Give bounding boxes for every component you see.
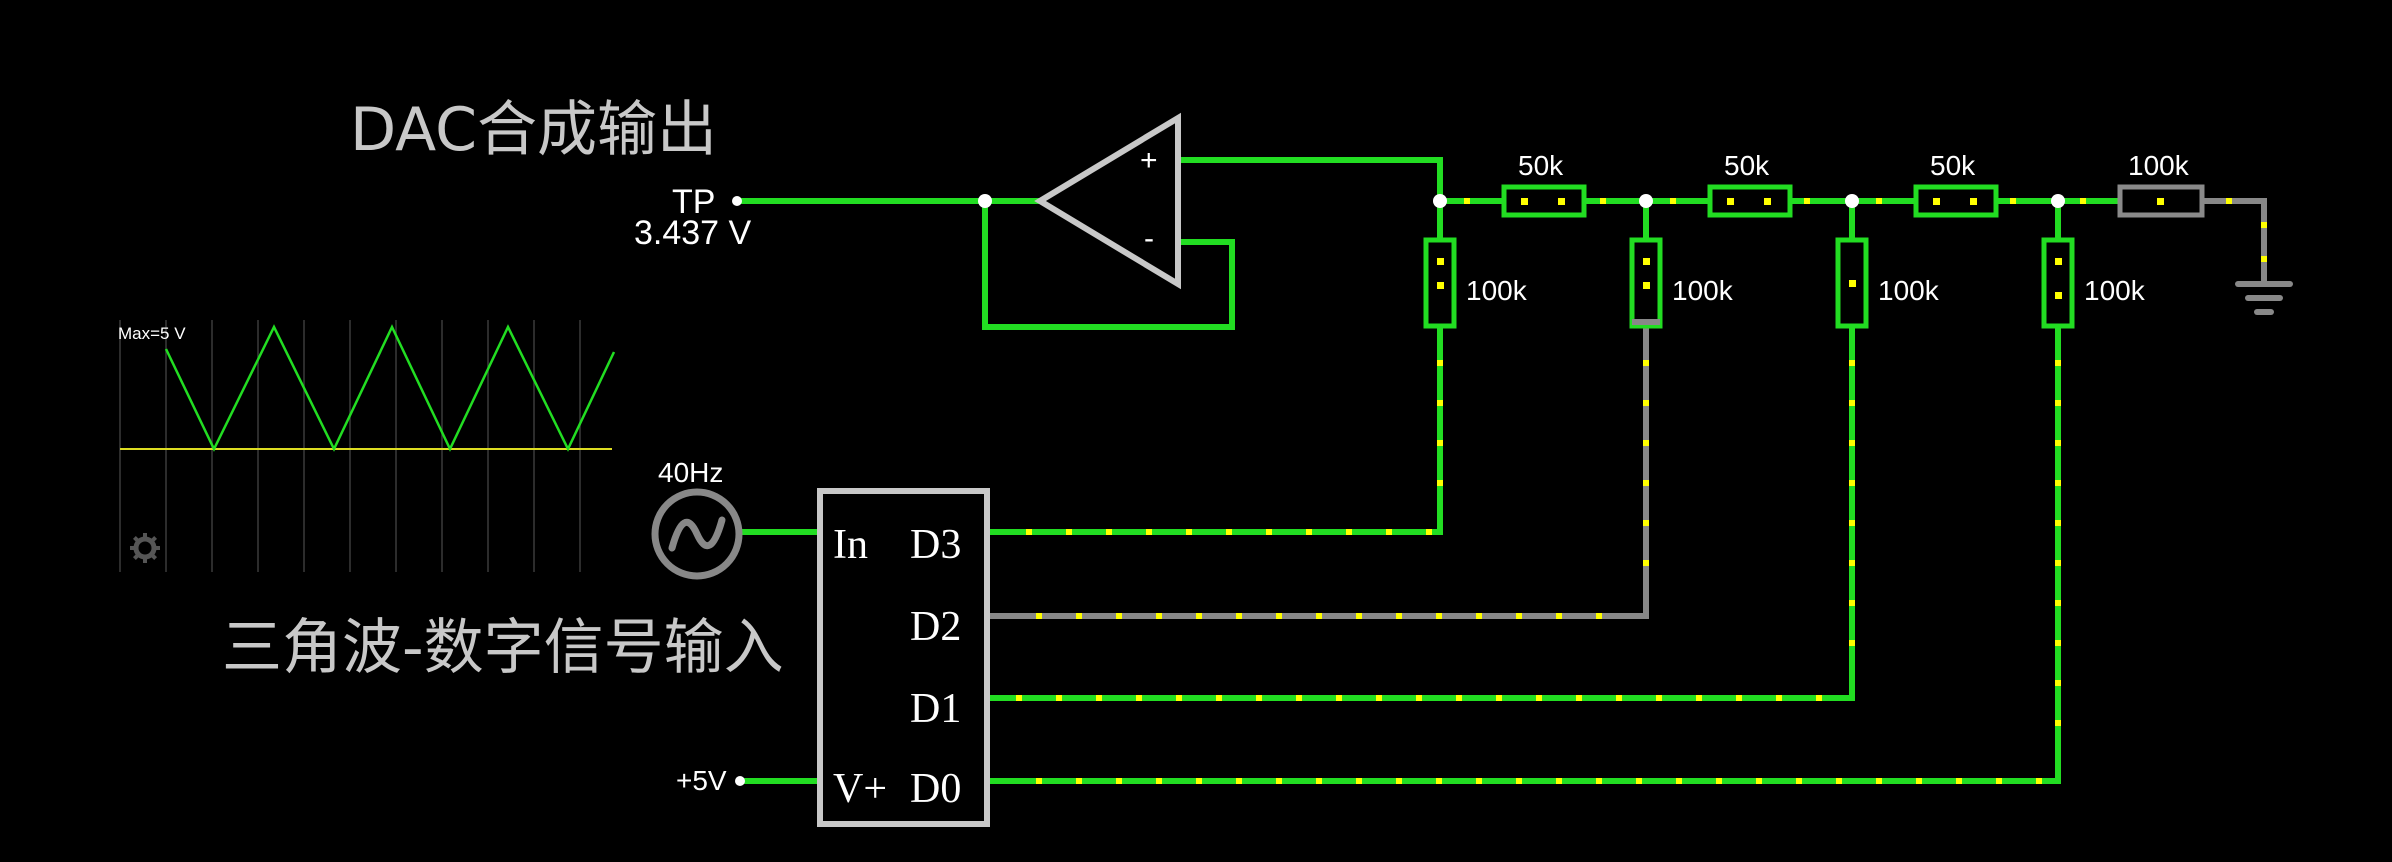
resistor-series-4-label: 100k — [2128, 150, 2190, 181]
scope-grid — [119, 320, 581, 572]
resistor-shunt-1-label: 100k — [1466, 275, 1528, 306]
test-probe-terminal[interactable] — [732, 196, 742, 206]
resistor-series-1-label: 50k — [1518, 150, 1564, 181]
source-frequency: 40Hz — [658, 457, 723, 488]
resistor-series-4[interactable] — [2117, 184, 2205, 218]
resistor-series-1[interactable] — [1501, 184, 1587, 218]
supply-label: +5V — [676, 765, 727, 796]
chip-d2-pin: D2 — [910, 604, 961, 650]
resistor-series-3[interactable] — [1913, 184, 1999, 218]
chip-d3-pin: D3 — [910, 522, 961, 568]
opamp-icon[interactable]: + - — [1034, 112, 1181, 290]
chip-d0-pin: D0 — [910, 766, 961, 812]
opamp-minus-label: - — [1144, 222, 1154, 255]
scope-waveform — [164, 324, 616, 452]
resistor-shunt-1[interactable] — [1423, 237, 1457, 329]
supply-terminal[interactable] — [735, 776, 745, 786]
probe-voltage: 3.437 V — [634, 214, 752, 252]
chip-vplus-pin: V+ — [833, 766, 887, 812]
resistor-shunt-2[interactable] — [1629, 237, 1663, 329]
resistor-shunt-3[interactable] — [1835, 237, 1869, 329]
resistor-series-2[interactable] — [1707, 184, 1793, 218]
adc-chip[interactable]: In V+ D3 D2 D1 D0 — [817, 488, 990, 827]
opamp-plus-label: + — [1140, 144, 1158, 177]
sine-source-icon[interactable] — [651, 488, 743, 580]
resistor-shunt-3-label: 100k — [1878, 275, 1940, 306]
resistor-series-3-label: 50k — [1930, 150, 1976, 181]
chip-d1-pin: D1 — [910, 686, 961, 732]
ground-icon[interactable] — [2235, 281, 2293, 315]
scope-max-label: Max=5 V — [118, 324, 186, 343]
scope-panel[interactable]: Max=5 V — [118, 320, 616, 572]
junction-nodes — [978, 194, 2065, 208]
current-dots — [1016, 198, 2267, 784]
gear-icon[interactable] — [130, 533, 160, 563]
resistor-shunt-4-label: 100k — [2084, 275, 2146, 306]
resistor-series-2-label: 50k — [1724, 150, 1770, 181]
dac-output-title: DAC合成输出 — [350, 95, 717, 165]
chip-in-pin: In — [833, 522, 868, 568]
wires-inactive — [987, 198, 2267, 619]
probe-label: TP — [672, 183, 715, 221]
digital-input-title: 三角波-数字信号输入 — [222, 613, 784, 683]
resistor-shunt-4[interactable] — [2041, 237, 2075, 329]
resistor-shunt-2-label: 100k — [1672, 275, 1734, 306]
